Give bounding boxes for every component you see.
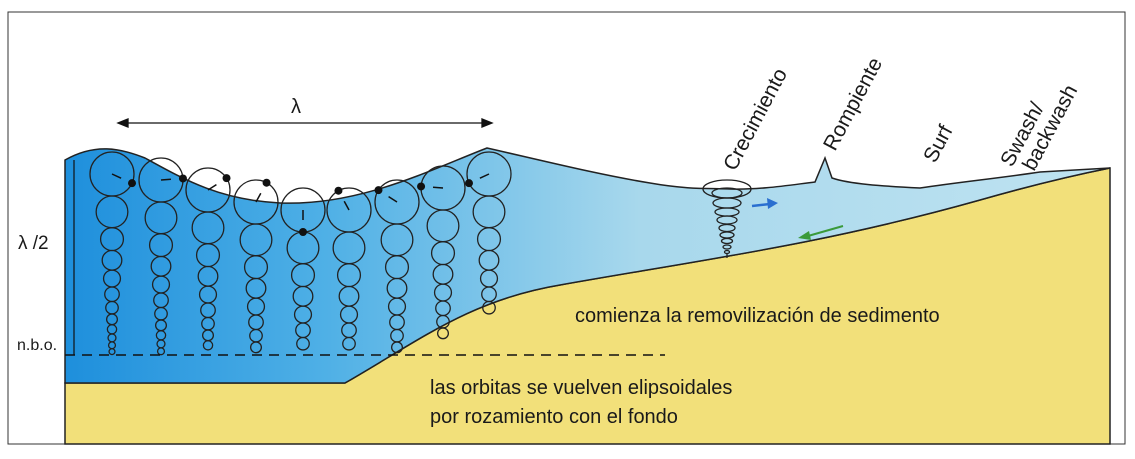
orbit-radius-line — [432, 186, 444, 189]
orbit-radius-line — [388, 195, 398, 203]
arrow-left-icon — [798, 225, 844, 240]
orbit-circle — [436, 327, 450, 340]
orbit-particle — [299, 228, 307, 236]
wavelength-arrow — [116, 118, 494, 128]
orbit-circle — [482, 300, 496, 315]
orbit-note-line1: las orbitas se vuelven elipsoidales — [430, 377, 732, 399]
orbit-particle — [222, 174, 231, 183]
orbit-particle — [262, 178, 271, 187]
orbit-note-line2: por rozamiento con el fondo — [430, 406, 678, 428]
water-body — [64, 147, 1111, 384]
orbit-particle — [128, 179, 137, 188]
orbit-circle — [390, 341, 404, 354]
orbit-radius-line — [479, 173, 490, 179]
orbit-radius-line — [160, 178, 172, 181]
orbit-circle — [296, 336, 310, 351]
wave-orbits — [89, 151, 512, 356]
orbit-particle — [374, 186, 383, 195]
orbit-circle — [156, 347, 166, 356]
orbit-circle — [202, 340, 214, 351]
orbit-particle — [334, 186, 343, 195]
orbit-particle — [464, 179, 473, 188]
orbit-circle — [108, 348, 116, 356]
wavelength-label: λ — [291, 96, 301, 118]
orbit-radius-line — [255, 192, 262, 203]
half-wavelength-label: λ /2 — [18, 233, 49, 254]
orbit-radius-line — [207, 183, 217, 191]
orbit-particle — [178, 174, 187, 183]
sediment-note: comienza la removilización de sedimento — [575, 305, 940, 327]
orbit-circle — [342, 336, 356, 351]
orbit-circle — [249, 341, 263, 354]
orbit-radius-line — [343, 200, 350, 211]
wave-base-label: n.b.o. — [17, 337, 57, 354]
vortex-icon — [702, 179, 752, 258]
arrow-right-icon — [751, 198, 778, 209]
orbit-particle — [417, 182, 426, 191]
orbit-radius-line — [111, 173, 122, 179]
